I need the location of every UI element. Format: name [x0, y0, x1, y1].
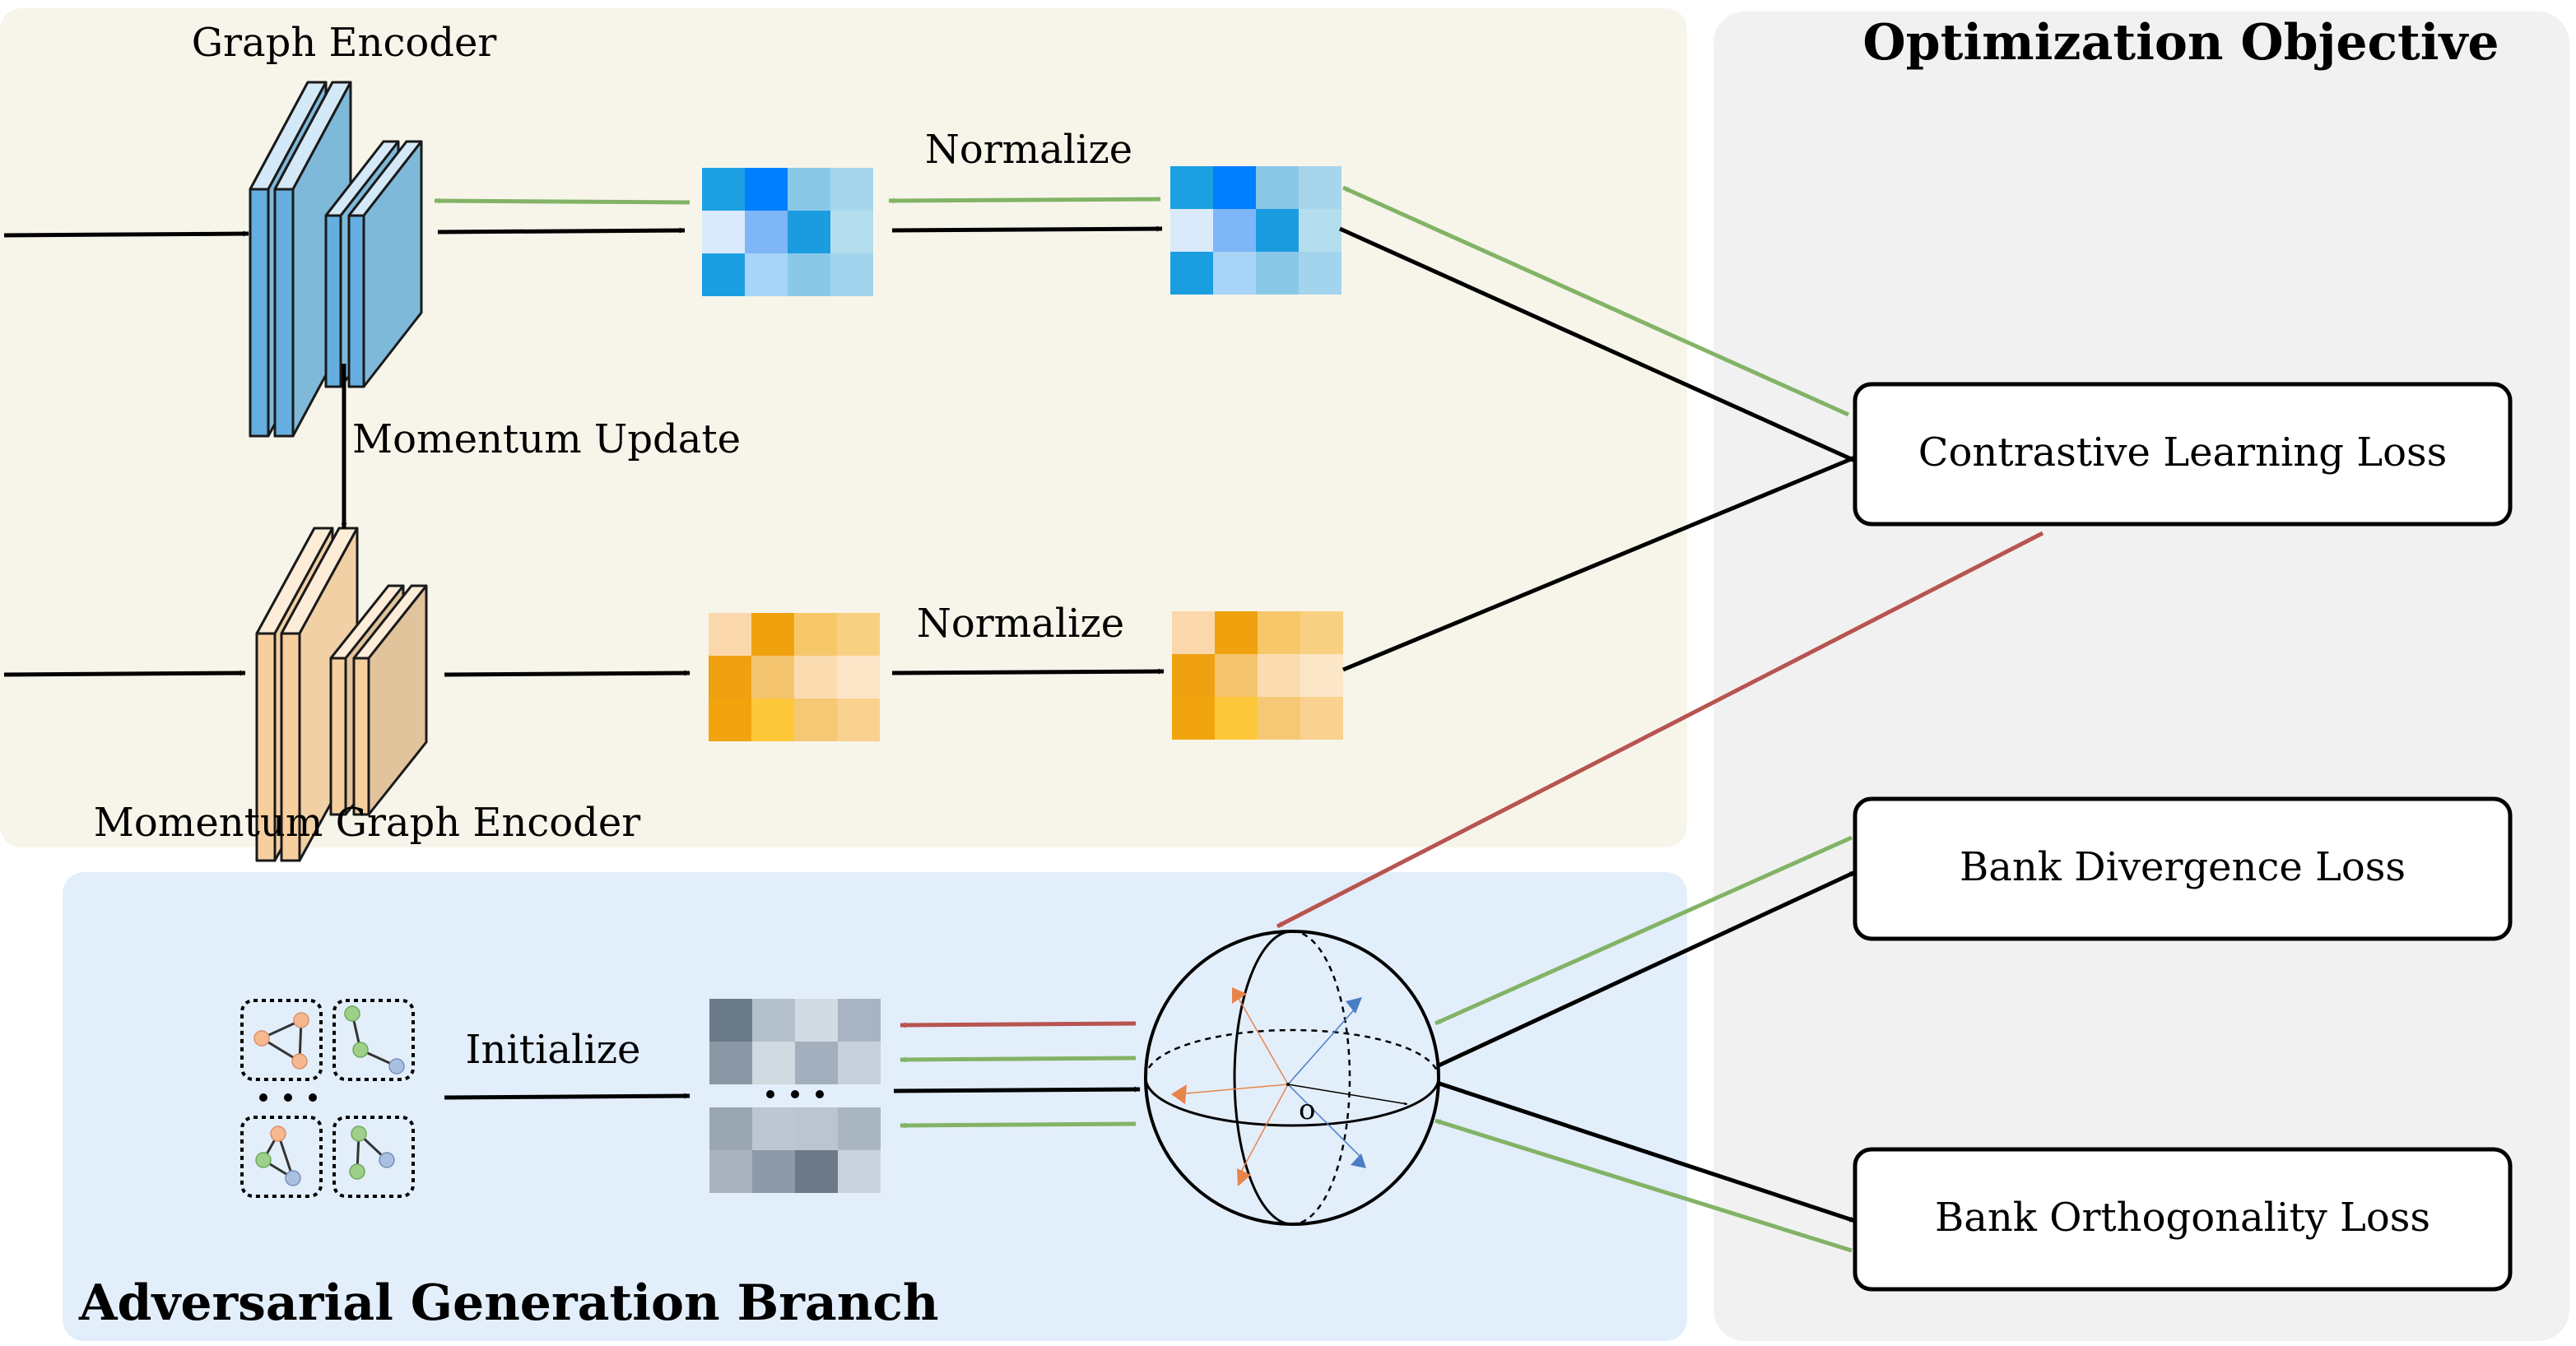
ellipsis-dot	[309, 1093, 317, 1102]
objective-title: Optimization Objective	[1862, 14, 2499, 72]
ellipsis-dot	[791, 1090, 799, 1098]
gradient-arrow	[1341, 185, 1850, 417]
sphere-marker-blue	[1346, 997, 1362, 1014]
adversarial-arrows	[900, 531, 2044, 1028]
sphere-origin-mark	[1286, 1083, 1290, 1086]
momentum-encoder-to-feature-arrow	[444, 670, 690, 677]
graph-sample-tile	[332, 1116, 415, 1198]
gradient-arrows	[434, 185, 1853, 1253]
graph-encoder-label: Graph Encoder	[192, 20, 497, 66]
gradient-arrow	[900, 1056, 1137, 1063]
initialize-label: Initialize	[466, 1027, 641, 1073]
feature-matrix-key	[709, 613, 880, 741]
orthogonality-loss-label: Bank Orthogonality Loss	[1935, 1195, 2430, 1241]
input-arrow-key	[3, 670, 246, 677]
graph-encoder	[249, 81, 423, 438]
sphere-vectors	[1176, 991, 1408, 1177]
sphere-marker-orange	[1171, 1084, 1187, 1104]
divergence-loss-label: Bank Divergence Loss	[1960, 844, 2406, 890]
adversarial-bank-matrix	[709, 999, 881, 1193]
graph-sample-nodes	[253, 1012, 309, 1070]
contrastive-loss-label: Contrastive Learning Loss	[1918, 429, 2448, 476]
gradient-arrow	[900, 1121, 1137, 1129]
sphere-origin-label: o	[1299, 1093, 1315, 1126]
normalize-label-top: Normalize	[925, 127, 1132, 173]
bank-to-sphere-arrow	[893, 1086, 1141, 1093]
graph-sample-tile	[332, 999, 415, 1081]
ellipsis-dot	[816, 1090, 824, 1098]
contrastive-loss-box	[1853, 382, 2513, 527]
sphere-marker-blue	[1351, 1153, 1366, 1168]
sphere-to-divergence-arrow	[1435, 870, 1857, 1069]
adversarial-arrow	[1276, 531, 2044, 929]
divergence-loss-box	[1853, 796, 2513, 941]
gradient-arrow	[1434, 835, 1853, 1026]
normalize-arrow-key	[891, 668, 1165, 675]
sphere-marker-orange	[1237, 1168, 1251, 1186]
graph-sample-tile	[240, 1116, 323, 1198]
ellipsis-dot	[259, 1093, 267, 1102]
ellipsis-dot	[766, 1090, 774, 1098]
graph-sample-nodes	[255, 1126, 301, 1186]
momentum-graph-encoder	[255, 527, 428, 862]
graph-sample-nodes	[344, 1005, 405, 1074]
query-to-contrastive-arrow	[1338, 226, 1857, 463]
gradient-arrow	[888, 197, 1161, 204]
key-to-contrastive-arrow	[1342, 455, 1856, 672]
hypersphere	[1144, 930, 1440, 1226]
feature-matrix-key-normalized	[1172, 611, 1343, 740]
input-arrow-query	[3, 230, 249, 238]
momentum-graph-encoder-label: Momentum Graph Encoder	[94, 800, 641, 846]
feature-matrix-query-normalized	[1170, 166, 1341, 295]
forward-arrows	[3, 225, 1857, 1223]
momentum-update-label: Momentum Update	[352, 416, 741, 462]
initialize-arrow	[444, 1093, 690, 1100]
optimization-objective-panel	[1713, 12, 2569, 1341]
graph-sample-nodes	[349, 1126, 395, 1180]
feature-matrix-query	[702, 168, 873, 296]
normalize-label-bottom: Normalize	[917, 601, 1124, 647]
graph-samples	[240, 999, 415, 1198]
sphere-to-orthogonality-arrow	[1436, 1080, 1856, 1223]
encoder-to-feature-arrow	[437, 227, 686, 234]
gradient-arrow	[434, 197, 690, 205]
adversarial-arrow	[900, 1021, 1137, 1028]
sphere-marker-orange	[1232, 987, 1247, 1004]
normalize-arrow-query	[891, 225, 1163, 233]
ellipsis-dot	[284, 1093, 292, 1102]
gradient-arrow	[1434, 1118, 1853, 1253]
adversarial-branch-panel	[63, 872, 1687, 1341]
graph-sample-tile	[240, 999, 323, 1081]
branch-title: Adversarial Generation Branch	[78, 1274, 939, 1332]
